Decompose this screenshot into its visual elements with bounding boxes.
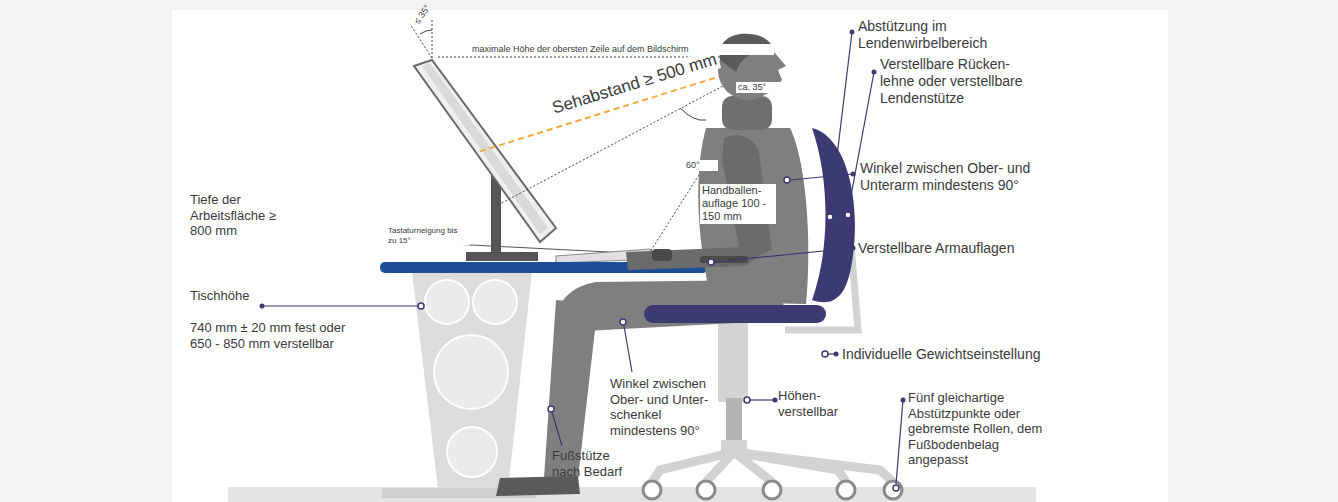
part-label: Verstellbare Rücken- lehne oder verstell… [880, 56, 1030, 106]
part-label: Fünf gleichartige Abstützpunkte oder geb… [908, 390, 1058, 468]
note-label: maximale Höhe der obersten Zeile auf dem… [470, 44, 774, 55]
angle-label: ca. 35° [736, 82, 790, 93]
part-label: Höhen- verstellbar [778, 388, 850, 419]
part-label: Verstellbare Armauflagen [858, 240, 1058, 257]
dimension-label: 740 mm ± 20 mm fest oder 650 - 850 mm ve… [190, 320, 370, 351]
part-label: Fußstütze nach Bedarf [552, 448, 632, 479]
dimension-label: Tiefe der Arbeitsfläche ≥ 800 mm [190, 192, 282, 239]
angle-label: 60° [684, 160, 718, 171]
part-label: Tischhöhe [190, 288, 270, 304]
part-label: Individuelle Gewichtseinstellung [842, 346, 1082, 363]
dimension-label: Handballen- auflage 100 - 150 mm [700, 184, 776, 224]
part-label: Abstützung im Lendenwirbelbereich [858, 18, 1048, 52]
note-label: Tastaturneigung bis zu 15° [386, 226, 470, 245]
part-label: Winkel zwischen Ober- und Unter- schenke… [610, 376, 722, 438]
part-label: Winkel zwischen Ober- und Unterarm minde… [860, 160, 1060, 194]
